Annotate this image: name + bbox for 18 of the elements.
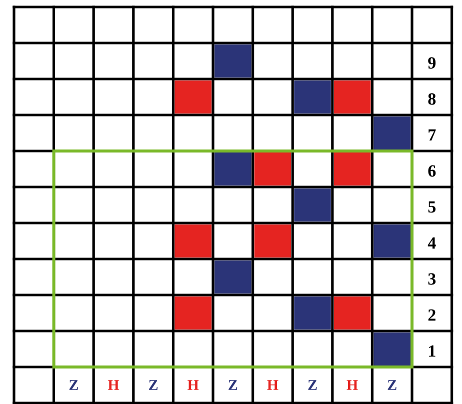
row-number: 5	[428, 201, 436, 213]
row-number: 9	[428, 57, 436, 69]
row-number: 1	[429, 345, 436, 357]
column-label: Z	[69, 380, 78, 390]
row-number: 8	[428, 93, 436, 105]
row-number: 7	[428, 129, 436, 141]
row-number: 3	[428, 273, 436, 285]
column-label: H	[108, 380, 120, 390]
column-label: Z	[388, 380, 396, 390]
row-number: 2	[428, 309, 436, 321]
column-label: H	[346, 380, 358, 390]
column-label: H	[188, 380, 199, 390]
column-label: Z	[308, 380, 317, 390]
row-number: 6	[428, 165, 436, 177]
column-label: H	[267, 380, 278, 390]
row-number: 4	[428, 237, 436, 249]
column-label: Z	[228, 380, 238, 390]
column-label: Z	[149, 380, 158, 390]
